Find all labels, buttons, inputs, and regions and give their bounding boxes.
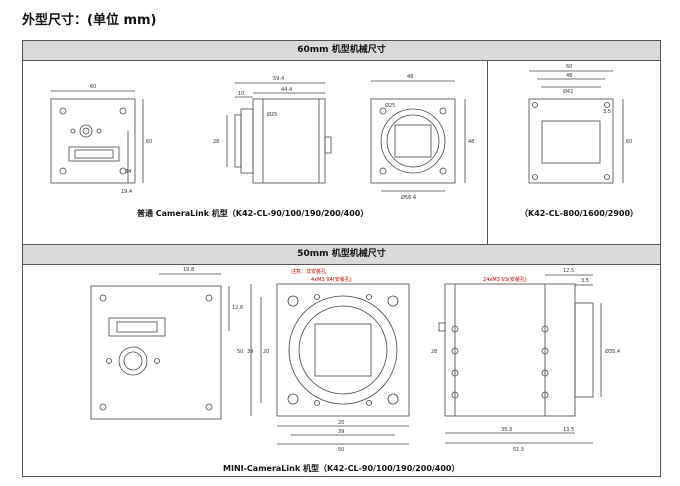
dim-middle-50-inner-v: 20 xyxy=(263,349,269,355)
front-view-60-drawing xyxy=(50,90,144,184)
section-60-title: 60mm 机型机械尺寸 xyxy=(23,41,660,61)
rear-view-60-drawing xyxy=(370,80,466,192)
dim-hs-60-offset: 3.5 xyxy=(603,109,611,115)
dim-side-60-length: 59.4 xyxy=(273,76,284,82)
dim-front-50-connector: 19.8 xyxy=(183,267,194,273)
dim-hs-60-diameter: Ø42 xyxy=(563,88,573,95)
dim-side-50-offset: 3.5 xyxy=(581,278,589,284)
dim-side-60-body: 44.4 xyxy=(281,87,292,93)
drawings-svg: 60 34 60 19.4 59.4 44.4 10 28 Ø25 48 Ø25… xyxy=(50,64,632,453)
side-view-60-drawing xyxy=(226,82,332,184)
dim-side-50-diameter: Ø35.4 xyxy=(605,348,620,355)
dim-hs-60-width: 60 xyxy=(566,64,572,70)
side-view-50-drawing xyxy=(438,274,602,444)
dim-side-50-connector: 28 xyxy=(431,349,437,355)
caption-standard-cameralink: 普通 CameraLink 机型（K42-CL-90/100/190/200/4… xyxy=(137,209,369,218)
dim-hs-60-holes: 48 xyxy=(566,73,572,79)
dim-side-60-diameter: Ø25 xyxy=(267,111,277,118)
dim-side-60-flange: 10 xyxy=(238,91,244,97)
dim-side-50-flange: 12.5 xyxy=(563,268,574,274)
dim-front-60-offset: 19.4 xyxy=(121,189,132,195)
dim-front-60-width: 60 xyxy=(90,84,96,90)
caption-mini-cameralink: MINI-CameraLink 机型（K42-CL-90/100/190/200… xyxy=(223,464,460,473)
middle-view-50-drawing xyxy=(250,283,410,445)
dim-rear-60-width: 48 xyxy=(407,74,413,80)
dim-side-50-lens: 13.5 xyxy=(563,427,574,433)
dim-rear-60-mount: Ø56.4 xyxy=(401,194,416,201)
page-heading: 外型尺寸：(单位 mm) xyxy=(22,13,157,28)
dim-middle-50-height: 50 xyxy=(237,349,243,355)
dimension-table: 60mm 机型机械尺寸 50mm 机型机械尺寸 普通 CameraLink 机型… xyxy=(22,40,661,477)
section-60-divider xyxy=(487,60,488,244)
dim-rear-60-diameter: Ø25 xyxy=(385,102,395,109)
note-side-mount-holes: 24xM3 ∇3(安装孔) xyxy=(483,276,527,283)
dim-middle-50-holes-v: 39 xyxy=(247,349,253,355)
dim-rear-60-height: 48 xyxy=(468,139,474,145)
note-mount-holes-m3-4: 4xM3 ∇4(安装孔) xyxy=(311,276,352,283)
dim-front-60-height: 60 xyxy=(146,139,152,145)
dim-middle-50-width: 50 xyxy=(338,447,344,453)
dim-side-60-lens: 28 xyxy=(213,139,219,145)
dim-hs-60-height: 60 xyxy=(626,139,632,145)
dim-middle-50-holes-h: 39 xyxy=(338,429,344,435)
dim-side-50-length: 51.5 xyxy=(513,447,524,453)
dim-front-50-top: 12.6 xyxy=(232,305,243,311)
note-non-mount-holes: 注意：非安装孔 xyxy=(291,268,326,275)
section-50-title: 50mm 机型机械尺寸 xyxy=(23,244,660,265)
dim-side-50-body: 35.3 xyxy=(501,427,512,433)
front-view-50-drawing xyxy=(90,273,230,420)
caption-high-speed-models: （K42-CL-800/1600/2900） xyxy=(520,209,639,218)
high-speed-view-60-drawing xyxy=(528,70,624,184)
dim-front-60-connector: 34 xyxy=(125,169,131,175)
dim-middle-50-inner-h: 20 xyxy=(338,420,344,426)
